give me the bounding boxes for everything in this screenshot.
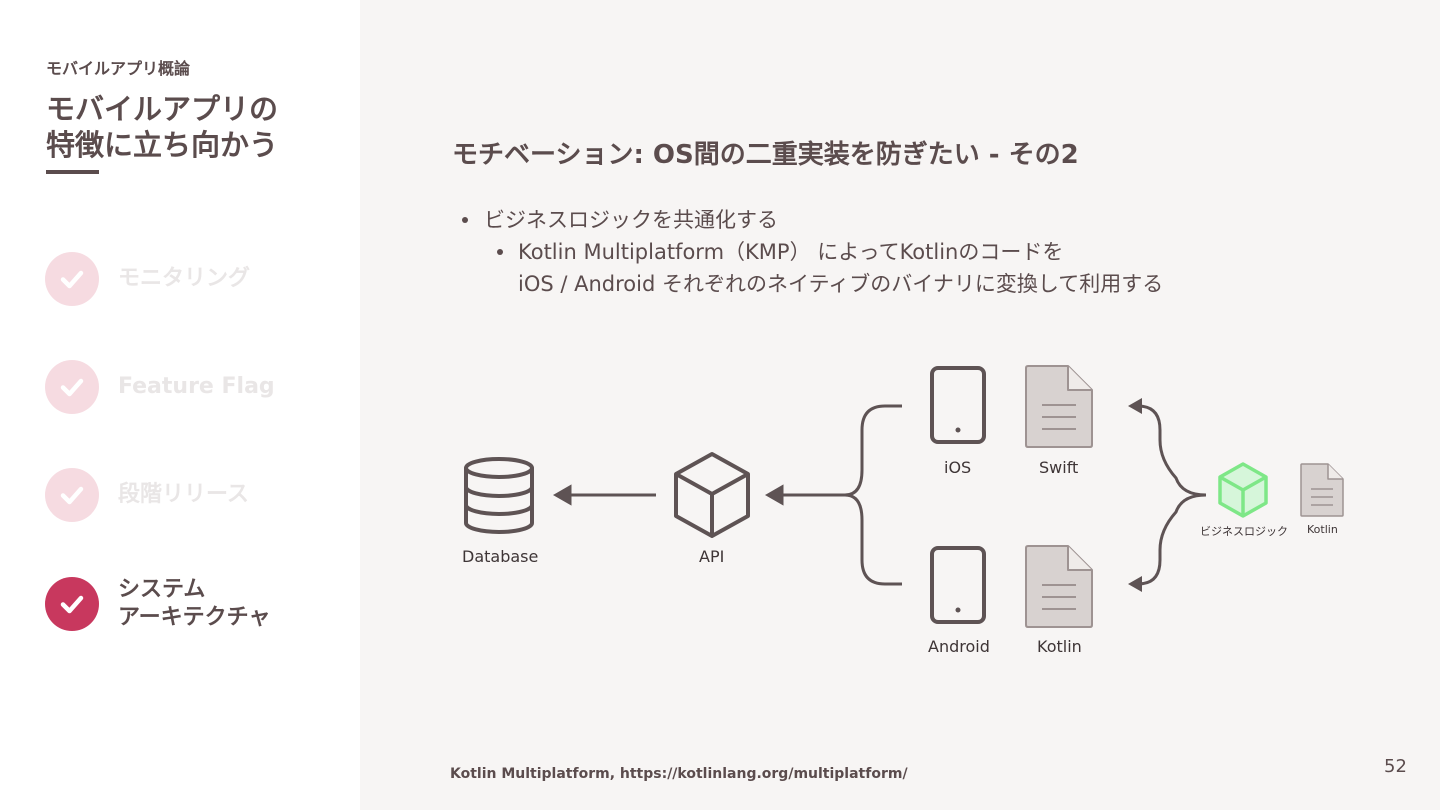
kotlin-small-file-icon xyxy=(1300,463,1344,517)
swift-label: Swift xyxy=(1039,458,1079,477)
business-logic-cube-icon xyxy=(1218,462,1268,518)
bullet-2-line1: Kotlin Multiplatform（KMP） によってKotlinのコード… xyxy=(518,240,1064,264)
bullet-dot xyxy=(497,249,503,255)
title-underline xyxy=(46,170,99,174)
footer-citation: Kotlin Multiplatform, https://kotlinlang… xyxy=(450,766,908,782)
arrow-down-left xyxy=(1128,576,1142,592)
sidebar: モバイルアプリ概論 モバイルアプリの 特徴に立ち向かう モニタリング Featu… xyxy=(0,0,360,810)
arrow-to-database xyxy=(552,484,656,506)
nav-item-label-line1: システム xyxy=(118,577,206,602)
nav-item-feature-flag[interactable]: Feature Flag xyxy=(45,360,275,414)
section-title-line1: モバイルアプリの xyxy=(46,92,279,126)
nav-item-label: モニタリング xyxy=(118,266,251,291)
bullet-2-line2: iOS / Android それぞれのネイティブのバイナリに変換して利用する xyxy=(518,272,1164,296)
android-phone-icon xyxy=(930,546,986,624)
page-number: 52 xyxy=(1384,756,1407,777)
check-icon xyxy=(45,252,99,306)
course-name: モバイルアプリ概論 xyxy=(46,59,191,78)
diagram-graphics xyxy=(464,365,1344,628)
ios-label: iOS xyxy=(944,458,972,477)
api-cube-icon xyxy=(674,452,750,538)
kotlin-file-icon xyxy=(1025,545,1093,628)
nav-item-label-line2: アーキテクチャ xyxy=(118,605,271,630)
nav-item-label: 段階リリース xyxy=(118,482,249,507)
kotlin-label: Kotlin xyxy=(1037,637,1082,656)
kotlin-small-label: Kotlin xyxy=(1307,523,1338,536)
database-label: Database xyxy=(462,547,539,566)
api-label: API xyxy=(699,547,725,566)
bullet-dot xyxy=(462,217,468,223)
slide-heading: モチベーション: OS間の二重実装を防ぎたい - その2 xyxy=(452,140,1079,170)
swift-file-icon xyxy=(1025,365,1093,448)
section-title-line2: 特徴に立ち向かう xyxy=(46,128,279,162)
nav-item-label: システム アーキテクチャ xyxy=(118,576,270,632)
bullet-1: ビジネスロジックを共通化する xyxy=(484,208,778,232)
database-icon xyxy=(464,457,534,534)
ios-phone-icon xyxy=(930,366,986,444)
nav-item-staged-release[interactable]: 段階リリース xyxy=(45,468,249,522)
check-icon xyxy=(45,360,99,414)
nav-item-monitoring[interactable]: モニタリング xyxy=(45,252,250,306)
arrow-to-api xyxy=(764,484,850,506)
nav-item-label: Feature Flag xyxy=(118,374,275,399)
business-logic-label: ビジネスロジック xyxy=(1200,525,1288,538)
check-icon xyxy=(45,468,99,522)
android-label: Android xyxy=(928,637,990,656)
left-brace xyxy=(844,404,902,586)
arrow-up-left xyxy=(1128,398,1142,414)
check-icon xyxy=(45,577,99,631)
nav-item-system-architecture[interactable]: システム アーキテクチャ xyxy=(45,576,270,632)
right-brace xyxy=(1137,404,1207,586)
